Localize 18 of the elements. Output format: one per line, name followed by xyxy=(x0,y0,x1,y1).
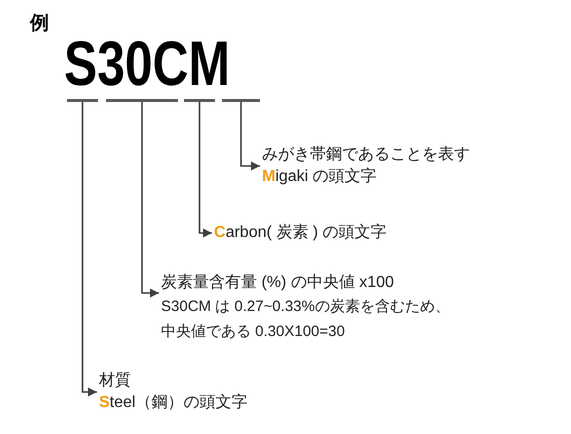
annotation-text: 中央値である 0.30X100=30 xyxy=(161,322,346,342)
annotation-text: 炭素量含有量 (%) の中央値 x100 xyxy=(161,272,395,293)
heading: 例 xyxy=(30,12,49,36)
underline-bar xyxy=(106,99,178,102)
annotation-text: Carbon( 炭素 ) の頭文字 xyxy=(214,222,386,243)
annotation-text: Steel（鋼）の頭文字 xyxy=(99,392,248,413)
leader-arrow xyxy=(82,102,97,396)
annotation-text: S30CM は 0.27~0.33%の炭素を含むため、 xyxy=(161,297,450,317)
underline-bar xyxy=(67,99,98,102)
leader-arrow xyxy=(141,102,159,298)
leader-arrow xyxy=(198,102,212,238)
underline-bar xyxy=(184,99,215,102)
annotation-text: Migaki の頭文字 xyxy=(262,166,378,187)
underline-bar xyxy=(222,99,260,102)
part-code: S30CM xyxy=(64,28,230,100)
annotation-text: みがき帯鋼であることを表す xyxy=(262,144,470,165)
leader-arrow xyxy=(240,102,260,170)
annotation-text: 材質 xyxy=(99,370,132,391)
